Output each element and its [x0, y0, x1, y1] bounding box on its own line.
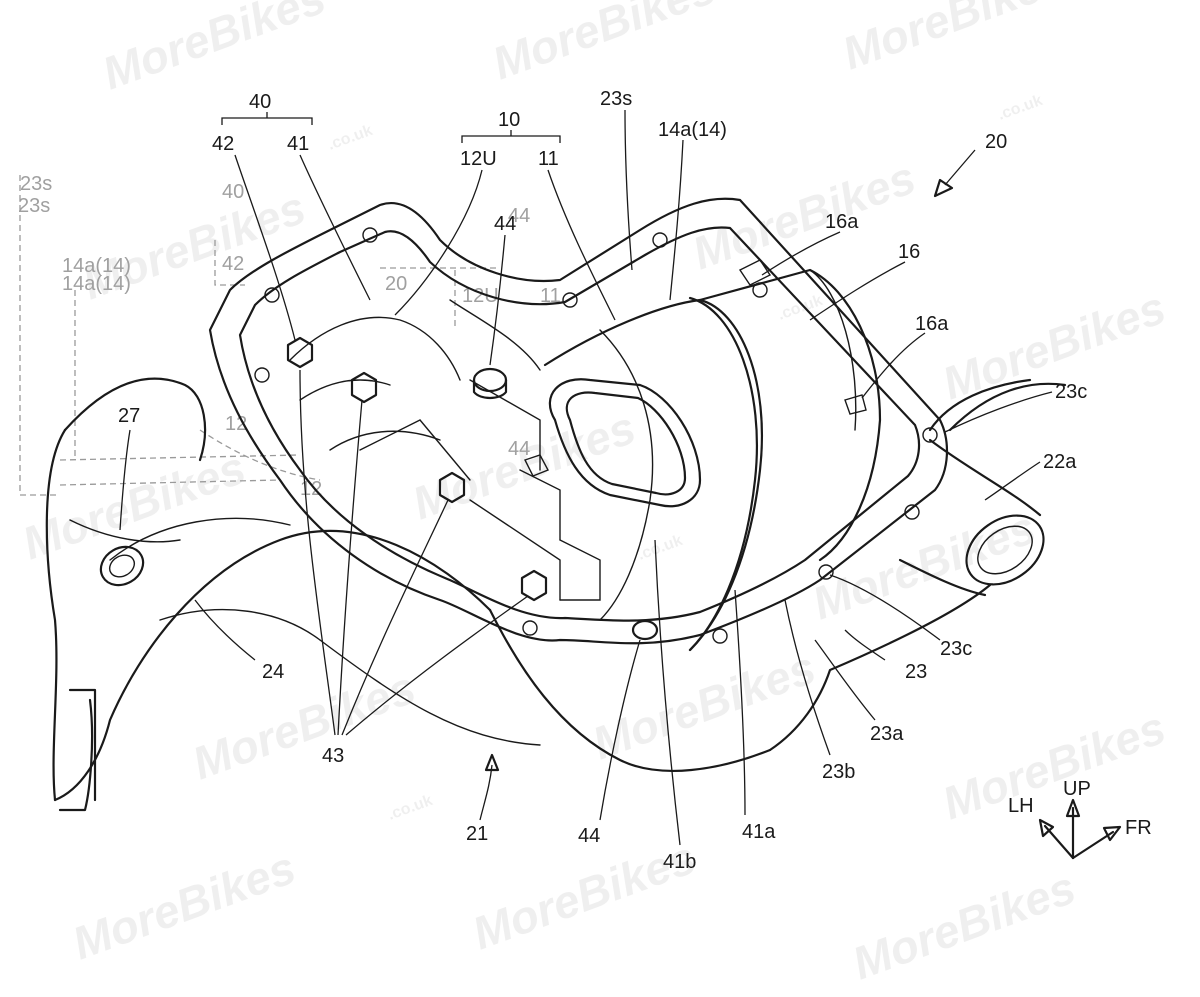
cylinder-body [543, 259, 882, 652]
compass-fr-label: FR [1125, 817, 1152, 839]
watermark-text: MoreBikes [186, 661, 422, 789]
ghost-label: 14a(14) [62, 273, 131, 295]
ref-label-27: 27 [118, 405, 140, 427]
ghost-label: 40 [222, 181, 244, 203]
watermark-text: MoreBikes [686, 151, 922, 279]
cover-flange [208, 197, 949, 645]
watermark-text: MoreBikes [66, 841, 302, 969]
ref-label-22a: 22a [1043, 451, 1077, 473]
ghost-label: 23s [20, 173, 52, 195]
ref-label-16a-mid: 16a [915, 313, 949, 335]
compass-up-label: UP [1063, 778, 1091, 800]
ghost-label: 14a(14) [62, 255, 131, 277]
ref-label-23a: 23a [870, 723, 904, 745]
watermark-text: MoreBikes [406, 401, 642, 529]
ghost-label: 11 [540, 285, 561, 307]
ref-label-16a-top: 16a [825, 211, 859, 233]
ref-label-43: 43 [322, 745, 344, 767]
head-pipe [898, 378, 1067, 597]
ref-label-23: 23 [905, 661, 927, 683]
ref-label-24: 24 [262, 661, 284, 683]
ref-label-11: 11 [538, 148, 559, 170]
nut-icon [286, 336, 314, 369]
ghost-overlay: 23s 23s 14a(14) 14a(14) 40 42 20 12U 11 … [18, 173, 561, 500]
ghost-label: 12U [462, 285, 499, 307]
watermark-text: MoreBikes [936, 701, 1172, 829]
compass-lh-label: LH [1008, 795, 1034, 817]
leader-lines [119, 109, 1053, 846]
ref-label-21: 21 [466, 823, 488, 845]
watermark-text: MoreBikes [96, 0, 332, 99]
ref-label-41b: 41b [663, 851, 696, 873]
ghost-label: 44 [508, 438, 530, 460]
ref-label-23s: 23s [600, 88, 632, 110]
watermark-text: MoreBikes [936, 281, 1172, 409]
stud-icon [631, 619, 659, 641]
watermark-text: MoreBikes [16, 441, 252, 569]
ref-label-20: 20 [985, 131, 1007, 153]
arrow-front-icon [1071, 830, 1115, 860]
watermark-suffix: .co.uk [386, 792, 435, 824]
ref-label-16: 16 [898, 241, 920, 263]
watermark-suffix: .co.uk [326, 122, 375, 154]
ref-label-44-bottom: 44 [578, 825, 600, 847]
nut-icon [350, 371, 378, 404]
stud-icon [472, 367, 508, 393]
ref-label-44-top: 44 [494, 213, 516, 235]
watermark-text: MoreBikes [586, 641, 822, 769]
watermark-text: MoreBikes [486, 0, 722, 89]
nut-icon [520, 569, 548, 602]
ref-label-42: 42 [212, 133, 234, 155]
ref-label-23c-top: 23c [1055, 381, 1087, 403]
ref-label-41a: 41a [742, 821, 776, 843]
ref-label-23b: 23b [822, 761, 855, 783]
watermark-suffix: .co.uk [776, 292, 825, 324]
ghost-label: 23s [18, 195, 50, 217]
ref-label-40: 40 [249, 91, 271, 113]
watermark-suffix: .co.uk [996, 92, 1045, 124]
nut-icon [438, 471, 466, 504]
ref-label-12u: 12U [460, 148, 497, 170]
watermark-text: MoreBikes [846, 861, 1082, 989]
ref-label-10: 10 [498, 109, 520, 131]
ghost-label: 20 [385, 273, 407, 295]
ref-label-41: 41 [287, 133, 309, 155]
inner-components [286, 299, 659, 641]
watermark-suffix: .co.uk [636, 532, 685, 564]
frame-body [45, 377, 992, 812]
orientation-compass: UP LH FR [1008, 778, 1152, 860]
ref-label-23c-bottom: 23c [940, 638, 972, 660]
reference-labels: 40 42 41 10 12U 11 44 23s 14a(14) 20 16a… [118, 88, 1087, 873]
ghost-label: 44 [508, 205, 530, 227]
ref-label-14a: 14a(14) [658, 119, 727, 141]
ghost-label: 42 [222, 253, 244, 275]
watermark-text: MoreBikes [836, 0, 1072, 79]
watermark-text: MoreBikes [806, 501, 1042, 629]
ghost-label: 12 [300, 478, 322, 500]
